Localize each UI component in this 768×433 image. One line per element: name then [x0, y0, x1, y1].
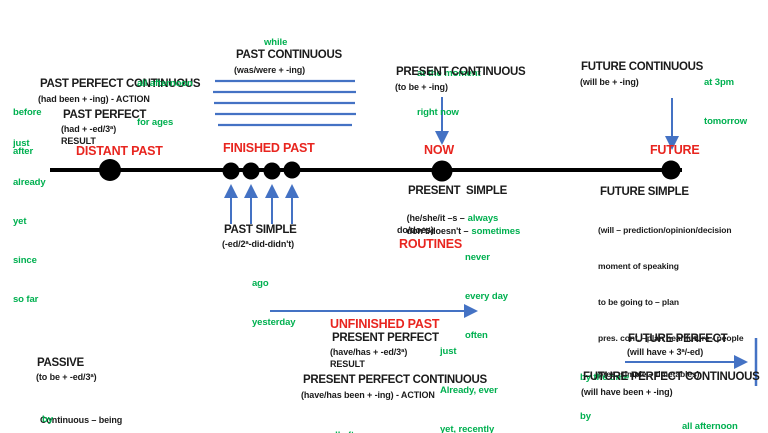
- present-simple-title: PRESENT SIMPLE: [408, 185, 508, 197]
- passive-time-word: by: [42, 414, 53, 425]
- future-perfect-form: (will have + 3ª/-ed): [627, 347, 704, 357]
- present-perfect-continuous-title: PRESENT PERFECT CONTINUOUS: [303, 374, 487, 386]
- past-simple-arrows: [224, 184, 299, 224]
- present-simple-form-line-2: don't/doesn't –sometimes: [406, 226, 521, 237]
- dot-finished-past-3: [263, 162, 281, 180]
- future-continuous-title: FUTURE CONTINUOUS: [581, 61, 704, 73]
- past-continuous-time-word: while: [264, 37, 288, 48]
- passive-title: PASSIVE: [37, 357, 84, 369]
- routines-label: ROUTINES: [399, 237, 462, 251]
- finished-past-label: FINISHED PAST: [223, 141, 315, 155]
- past-simple-title: PAST SIMPLE: [224, 224, 297, 236]
- dot-finished-past-1: [222, 162, 240, 180]
- future-continuous-form: (will be + -ing): [580, 77, 639, 87]
- past-continuous-duration-lines: [213, 79, 356, 127]
- future-perfect-continuous-form: (will have been + -ing): [581, 387, 673, 397]
- past-simple-form: (-ed/2ª-did-didn't): [222, 239, 295, 249]
- future-simple-title: FUTURE SIMPLE: [600, 186, 689, 198]
- present-continuous-title: PRESENT CONTINUOUS: [396, 66, 526, 78]
- present-perfect-title: PRESENT PERFECT: [332, 332, 439, 344]
- distant-past-label: DISTANT PAST: [76, 144, 163, 158]
- future-simple-form: (will – prediction/opinion/decision mome…: [598, 225, 744, 379]
- unfinished-past-label: UNFINISHED PAST: [330, 317, 440, 331]
- past-perfect-note: RESULT: [61, 136, 96, 146]
- present-perfect-note: RESULT: [330, 359, 365, 369]
- dot-distant-past: [99, 159, 121, 181]
- dot-finished-past-4: [283, 161, 301, 179]
- present-simple-adverbs: never every day often: [465, 252, 508, 341]
- future-perfect-continuous-time-words: all afternoon for ages all day: [682, 421, 738, 432]
- adverb-always: always: [467, 213, 499, 224]
- present-perfect-continuous-form: (have/has been + -ing) - ACTION: [301, 390, 435, 400]
- adverb-sometimes: sometimes: [471, 226, 521, 237]
- present-continuous-time-words: at the moment right now: [417, 68, 481, 118]
- past-perfect-continuous-hints: before after: [13, 107, 42, 157]
- past-perfect-continuous-time-words: all afternoon for ages: [137, 78, 193, 128]
- dot-now: [431, 160, 453, 182]
- future-perfect-continuous-title: FUTURE PERFECT CONTINUOUS: [583, 371, 760, 383]
- past-continuous-title: PAST CONTINUOUS: [236, 49, 342, 61]
- past-perfect-continuous-form: (had been + -ing) - ACTION: [38, 94, 150, 104]
- present-continuous-form: (to be + -ing): [395, 82, 448, 92]
- present-simple-form-line-1: (he/she/it –s –always: [406, 213, 499, 224]
- past-perfect-title: PAST PERFECT: [63, 109, 147, 121]
- past-simple-time-words: ago yesterday: [252, 278, 296, 328]
- present-perfect-time-words: just Already, ever yet, recently since s…: [440, 346, 498, 433]
- present-simple-form-line-3: do/does): [397, 225, 434, 235]
- past-perfect-form: (had + -ed/3ª): [61, 124, 117, 134]
- future-label: FUTURE: [650, 143, 700, 157]
- future-continuous-time-words: at 3pm tomorrow: [704, 77, 748, 127]
- future-perfect-time-words: by the time by: [580, 372, 630, 422]
- dot-finished-past-2: [242, 162, 260, 180]
- passive-notes: Continuous – being Perfect - been: [40, 415, 123, 425]
- past-continuous-form: (was/were + -ing): [234, 65, 306, 75]
- now-label: NOW: [424, 143, 454, 157]
- present-perfect-form: (have/has + -ed/3ª): [330, 347, 408, 357]
- present-perfect-continuous-time-words: all afternoon for ages: [330, 403, 386, 433]
- passive-form: (to be + -ed/3ª): [36, 372, 97, 382]
- future-perfect-title: FUTURE PERFECT: [628, 333, 728, 345]
- past-perfect-continuous-title: PAST PERFECT CONTINUOUS: [40, 78, 201, 90]
- dot-future: [661, 160, 681, 180]
- past-perfect-hints: just already yet since so far: [13, 138, 46, 305]
